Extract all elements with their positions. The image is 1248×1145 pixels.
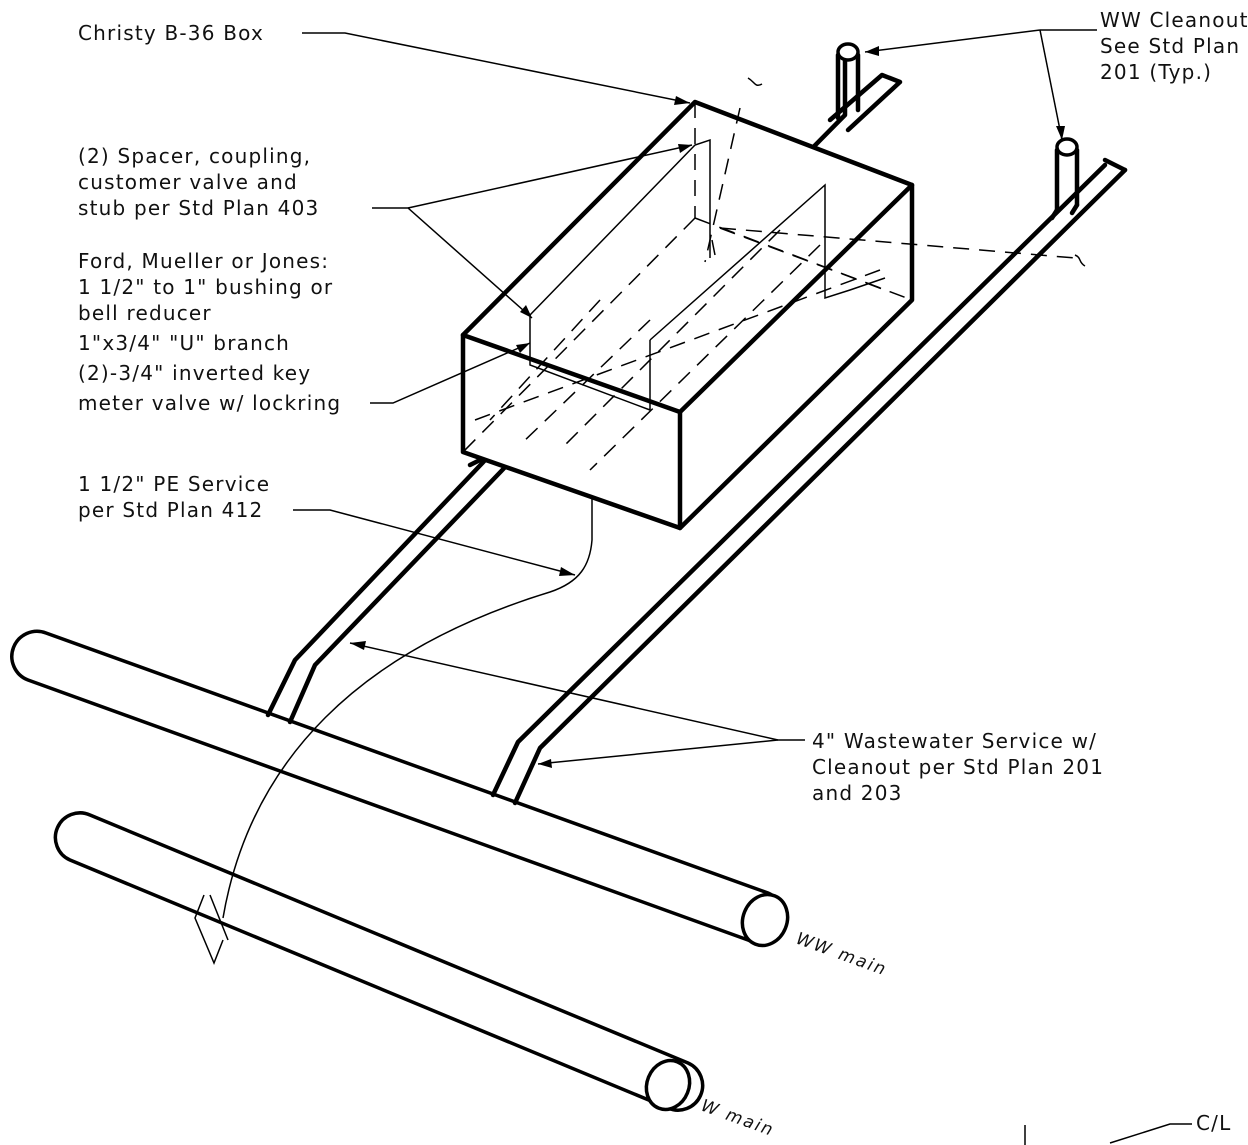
svg-text:per Std Plan 412: per Std Plan 412	[78, 498, 263, 522]
meter-box	[460, 99, 915, 531]
label-cleanout: WW Cleanout, See Std Plan 201 (Typ.)	[1100, 8, 1248, 84]
label-christy-box: Christy B-36 Box	[78, 21, 264, 45]
pe-service-line	[222, 392, 593, 919]
svg-text:bell reducer: bell reducer	[78, 301, 212, 325]
svg-text:201 (Typ.): 201 (Typ.)	[1100, 60, 1212, 84]
right-wastewater-service	[490, 137, 1128, 806]
break-mark-top	[747, 77, 763, 87]
svg-text:customer valve and: customer valve and	[78, 170, 298, 194]
break-mark-right	[1074, 254, 1086, 267]
tap-saddle	[194, 894, 224, 965]
svg-text:WW Cleanout,: WW Cleanout,	[1100, 8, 1248, 32]
svg-text:(2)-3/4" inverted key: (2)-3/4" inverted key	[78, 361, 311, 385]
leader-lines	[293, 29, 1192, 1145]
svg-text:See Std Plan: See Std Plan	[1100, 34, 1240, 58]
wastewater-main-pipe	[10, 629, 790, 948]
svg-text:Ford, Mueller or Jones:: Ford, Mueller or Jones:	[78, 249, 329, 273]
svg-text:(2) Spacer, coupling,: (2) Spacer, coupling,	[78, 144, 311, 168]
svg-text:stub per Std Plan 403: stub per Std Plan 403	[78, 196, 319, 220]
svg-text:Cleanout per Std Plan 201: Cleanout per Std Plan 201	[812, 755, 1104, 779]
label-spacer: (2) Spacer, coupling, customer valve and…	[78, 144, 319, 220]
svg-text:1"x3/4" "U" branch: 1"x3/4" "U" branch	[78, 331, 290, 355]
label-w-main: W main	[698, 1096, 777, 1141]
label-ww-main: WW main	[793, 929, 890, 980]
svg-text:1 1/2" PE Service: 1 1/2" PE Service	[78, 472, 270, 496]
svg-text:4" Wastewater Service w/: 4" Wastewater Service w/	[812, 729, 1097, 753]
label-wastewater-service: 4" Wastewater Service w/ Cleanout per St…	[812, 729, 1104, 805]
label-fittings: Ford, Mueller or Jones: 1 1/2" to 1" bus…	[78, 249, 341, 415]
svg-text:and 203: and 203	[812, 781, 903, 805]
water-main-pipe	[53, 811, 705, 1112]
svg-text:meter valve w/ lockring: meter valve w/ lockring	[78, 391, 341, 415]
label-cl: C/L	[1196, 1111, 1231, 1135]
label-pe-service: 1 1/2" PE Service per Std Plan 412	[78, 472, 270, 522]
svg-text:1 1/2" to 1" bushing or: 1 1/2" to 1" bushing or	[78, 275, 333, 299]
